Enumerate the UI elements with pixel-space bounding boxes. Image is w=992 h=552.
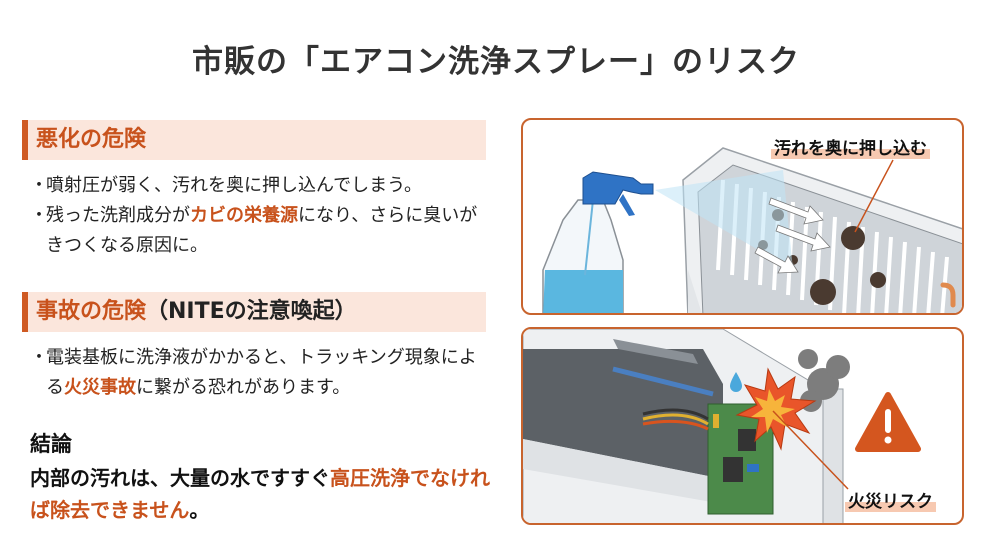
section-heading-text: 悪化の危険 [36, 127, 147, 152]
highlight-text: 火災事故 [64, 377, 136, 398]
illustration-fire-panel: 火災リスク [521, 327, 964, 525]
spray-mist [655, 170, 793, 270]
callout-line [854, 159, 894, 233]
accident-bullet-list: 電装基板に洗浄液がかかると、トラッキング現象による火災事故に繋がる恐れがあります… [30, 343, 490, 403]
bullet-item: 噴射圧が弱く、汚れを奥に押し込んでしまう。 [30, 171, 490, 201]
conclusion-title: 結論 [30, 432, 72, 456]
illustration-spray-panel: 汚れを奥に押し込む [521, 118, 964, 315]
section-heading-accident: 事故の危険（NITEの注意喚起） [22, 292, 486, 332]
conclusion-body: 内部の汚れは、大量の水ですすぐ高圧洗浄でなければ除去できません。 [30, 466, 490, 522]
dirt-spot [758, 209, 886, 305]
highlight-text: 高圧洗浄でなければ除去できません [30, 466, 490, 522]
warning-triangle-icon [855, 392, 921, 452]
bullet-item: 残った洗剤成分がカビの栄養源になり、さらに臭いがきつくなる原因に。 [30, 201, 490, 261]
worsening-bullet-list: 噴射圧が弱く、汚れを奥に押し込んでしまう。 残った洗剤成分がカビの栄養源になり、… [30, 171, 490, 261]
water-drop-icon [730, 372, 742, 392]
callout-push-dirt: 汚れを奥に押し込む [771, 134, 930, 159]
callout-fire-risk: 火災リスク [845, 487, 936, 512]
page-title: 市販の「エアコン洗浄スプレー」のリスク [192, 44, 800, 80]
spray-bottle-icon [542, 171, 654, 313]
bullet-item: 電装基板に洗浄液がかかると、トラッキング現象による火災事故に繋がる恐れがあります… [30, 343, 490, 403]
section-heading-worsening: 悪化の危険 [22, 120, 486, 160]
fire-risk-illustration [523, 329, 921, 523]
section-heading-suffix: （NITEの注意喚起） [146, 299, 357, 324]
callout-line [772, 410, 849, 490]
section-heading-text: 事故の危険 [36, 299, 147, 324]
highlight-text: カビの栄養源 [190, 205, 298, 226]
spray-illustration [542, 147, 962, 313]
arrow-icon [754, 197, 831, 274]
